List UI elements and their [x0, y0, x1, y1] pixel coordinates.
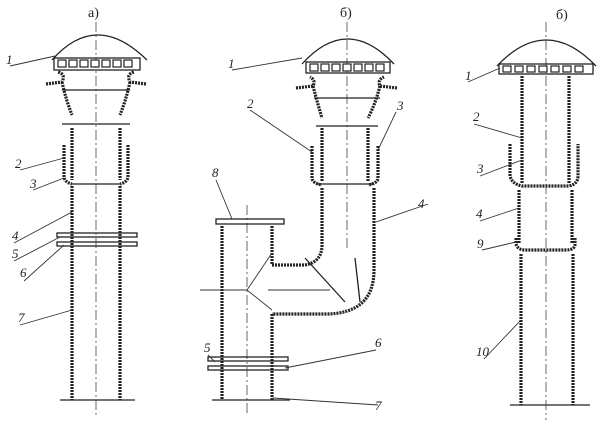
flange-bottom-a: [56, 241, 138, 247]
cap-dome-b: [301, 38, 395, 65]
pipe-a: [70, 186, 122, 400]
variant-b: б) 1 2 3 4 8 5 6 7: [200, 6, 429, 415]
label-7-a: 7: [18, 310, 25, 325]
vent-holes-c: [502, 65, 584, 73]
label-2-b: 2: [247, 96, 254, 111]
elbow-inner-b: [272, 188, 324, 267]
cap-dome-c: [496, 39, 597, 67]
sleeve-a: [62, 145, 130, 186]
tee-cap-b: [215, 218, 285, 225]
label-4-a: 4: [12, 228, 19, 243]
upper-pipe-b: [320, 128, 370, 182]
label-8-b: 8: [212, 165, 219, 180]
label-2-c: 2: [473, 109, 480, 124]
label-1-c: 1: [465, 68, 472, 83]
vent-band-c: [498, 63, 594, 75]
label-4-b: 4: [418, 196, 425, 211]
caption-b: б): [340, 6, 352, 21]
flange-top-a: [56, 232, 138, 238]
pipe-4-c: [517, 190, 574, 244]
elbow-outer-b: [272, 188, 376, 316]
label-6-b: 6: [375, 335, 382, 350]
label-1-a: 1: [6, 52, 13, 67]
vent-holes-b: [309, 63, 385, 72]
label-6-a: 6: [20, 265, 27, 280]
label-4-c: 4: [476, 206, 483, 221]
flare-b: [295, 75, 398, 119]
label-7-b: 7: [375, 398, 382, 413]
label-3-a: 3: [29, 176, 37, 191]
cup-3-c: [508, 144, 580, 188]
pipe-2-c: [520, 76, 571, 184]
caption-a: a): [88, 6, 99, 21]
label-2-a: 2: [15, 156, 22, 171]
label-3-b: 3: [396, 98, 404, 113]
upper-pipe-a: [70, 128, 122, 180]
vent-band-b: [305, 61, 391, 74]
caption-c: б): [556, 8, 568, 23]
vent-holes-a: [57, 59, 133, 68]
variant-a: a) 1 2 3 4 5 6 7: [6, 6, 148, 415]
pipe-10-c: [519, 254, 575, 405]
label-5-b: 5: [204, 340, 211, 355]
cap-dome-a: [51, 34, 148, 61]
flange-top-b: [207, 356, 289, 362]
cup-9-c: [514, 238, 577, 252]
variant-c: б) 1 2 3 4 9 10: [465, 8, 597, 420]
label-5-a: 5: [12, 246, 19, 261]
label-3-c: 3: [476, 161, 484, 176]
flange-bottom-b: [207, 365, 289, 371]
vent-band-a: [53, 57, 141, 71]
label-1-b: 1: [228, 56, 235, 71]
label-10-c: 10: [476, 344, 490, 359]
flare-a: [45, 70, 147, 116]
label-9-c: 9: [477, 236, 484, 251]
